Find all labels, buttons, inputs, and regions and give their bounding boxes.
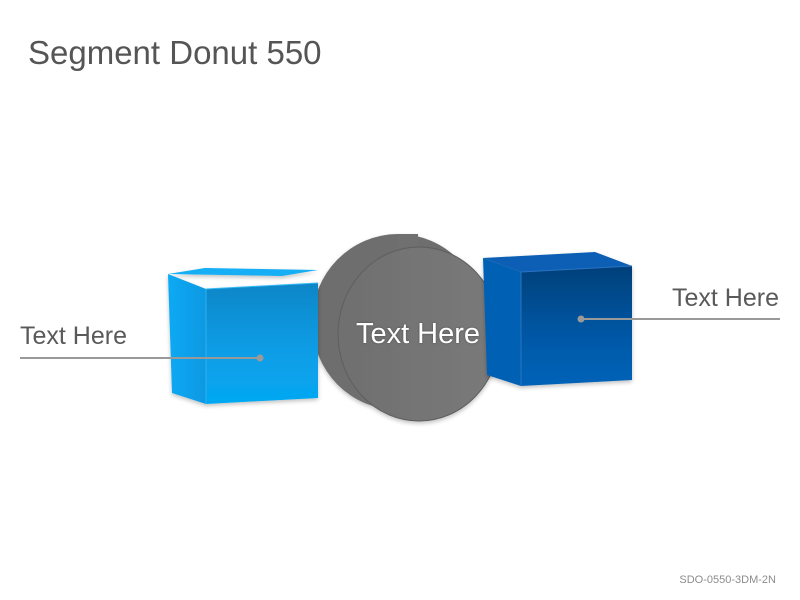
- left-cube-top: [168, 268, 318, 276]
- right-connector-dot: [577, 315, 585, 323]
- right-cube-side: [483, 258, 521, 386]
- right-cube-front: [521, 266, 632, 386]
- center-cylinder: [312, 234, 501, 422]
- left-label: Text Here: [20, 322, 127, 350]
- right-cube: [483, 252, 633, 386]
- right-label: Text Here: [672, 284, 779, 312]
- left-cube-side: [168, 274, 206, 404]
- product-code: SDO-0550-3DM-2N: [679, 574, 776, 586]
- left-connector-dot: [256, 354, 264, 362]
- page-title: Segment Donut 550: [28, 34, 322, 71]
- center-label: Text Here: [355, 318, 481, 350]
- left-cube: [168, 268, 319, 404]
- right-cube-top: [483, 252, 632, 272]
- right-connector: [577, 315, 780, 323]
- left-cube-front: [206, 283, 318, 404]
- left-connector: [20, 354, 264, 362]
